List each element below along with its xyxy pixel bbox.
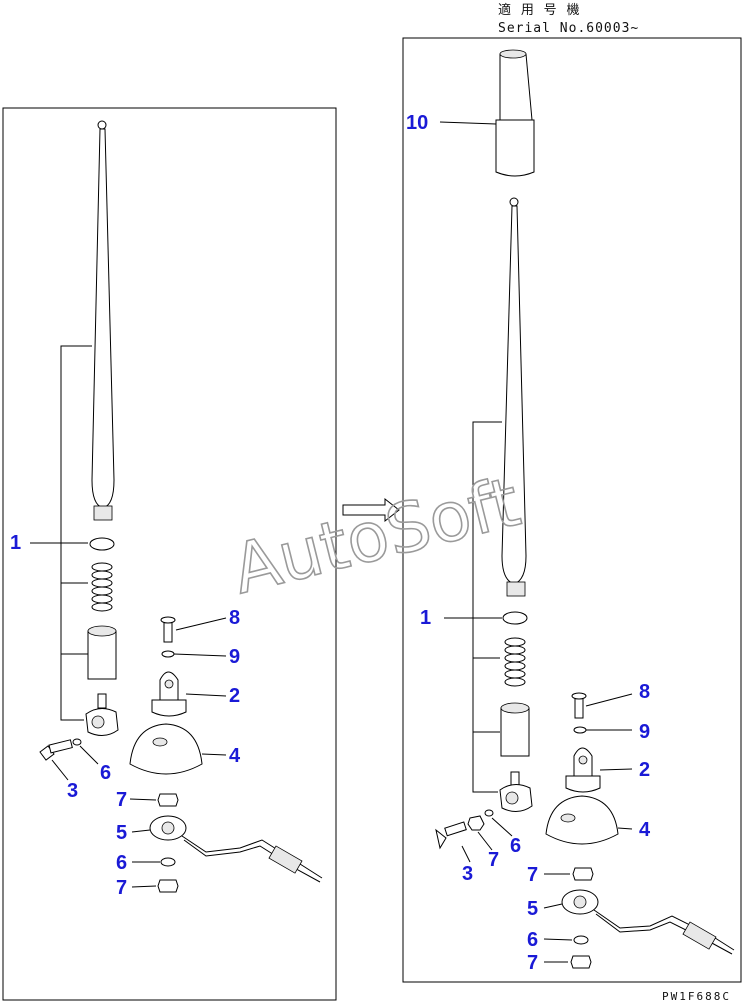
right-callout-7: 7 [527, 864, 538, 886]
washer-6-lower [160, 857, 176, 867]
left-callout-1: 1 [10, 532, 21, 554]
washer-6 [72, 738, 82, 746]
left-callout-6-lower: 6 [116, 852, 127, 874]
right-callout-7-upper: 7 [488, 849, 499, 871]
right-antenna-assembly [435, 49, 735, 969]
watermark: AutoSoft [225, 463, 527, 610]
o-ring [89, 537, 115, 551]
left-callout-3: 3 [67, 780, 78, 802]
left-callout-5: 5 [116, 822, 127, 844]
left-antenna-assembly [30, 120, 323, 893]
right-callout-3: 3 [462, 863, 473, 885]
left-callout-6: 6 [100, 762, 111, 784]
left-callout-9: 9 [229, 646, 240, 668]
antenna-rod [91, 128, 115, 509]
left-callout-2: 2 [229, 685, 240, 707]
right-callout-2: 2 [639, 759, 650, 781]
nut-7 [157, 793, 179, 807]
change-arrow [342, 497, 400, 523]
o-ring-right [502, 611, 528, 625]
sleeve-right [500, 707, 530, 757]
bolt-8 [163, 621, 173, 643]
right-callout-5: 5 [527, 898, 538, 920]
right-callout-7-lower: 7 [527, 952, 538, 974]
right-callout-1: 1 [420, 607, 431, 629]
spring [91, 562, 113, 612]
right-callout-8: 8 [639, 681, 650, 703]
cover-4 [129, 723, 203, 775]
serial-number-label: Serial No.60003~ [498, 21, 639, 36]
left-panel-frame [2, 107, 337, 1001]
left-callout-7-lower: 7 [116, 877, 127, 899]
right-callout-6: 6 [527, 929, 538, 951]
bracket-2 [151, 699, 187, 717]
antenna-tip [97, 120, 107, 130]
antenna-tip-right [509, 197, 519, 207]
applicable-serial-heading: 適 用 号 機 [498, 2, 580, 18]
right-callout-4: 4 [639, 819, 651, 841]
right-callout-10: 10 [406, 112, 428, 134]
sleeve [87, 630, 117, 680]
antenna-thread [93, 505, 113, 521]
spring-right [504, 637, 526, 687]
washer-9 [161, 650, 175, 658]
right-callout-9: 9 [639, 721, 650, 743]
group-bracket [60, 345, 92, 721]
nut-7-lower [157, 879, 179, 893]
right-panel-frame [402, 37, 742, 983]
antenna-cap-10 [499, 53, 533, 121]
left-callout-7: 7 [116, 789, 127, 811]
drawing-code: PW1F688C [662, 990, 731, 1003]
left-callout-4: 4 [229, 745, 241, 767]
right-callout-6-upper: 6 [510, 835, 521, 857]
left-callout-8: 8 [229, 607, 240, 629]
